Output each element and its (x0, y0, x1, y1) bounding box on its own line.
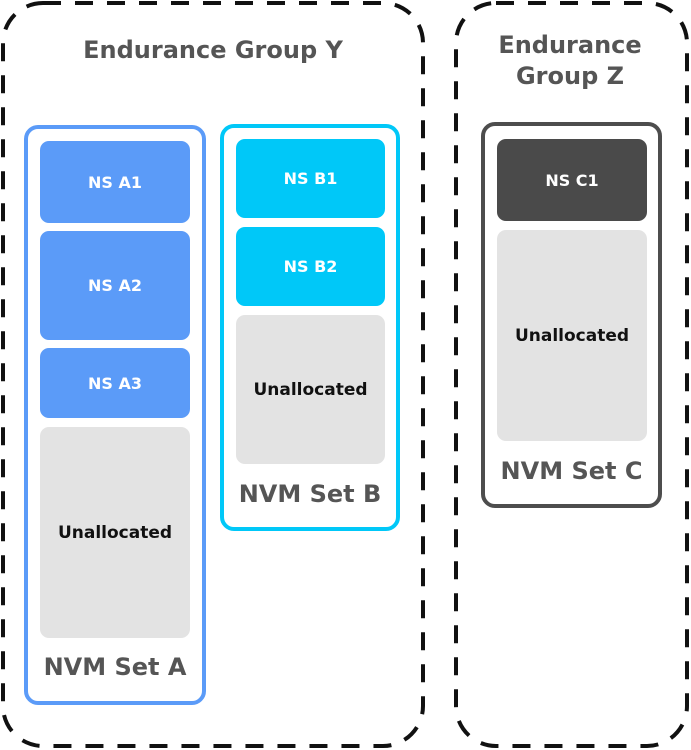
ns-a3: NS A3 (40, 348, 190, 418)
ns-a2: NS A2 (40, 231, 190, 340)
endurance-group-z-title-line2: Group Z (515, 62, 625, 90)
ns-c1: NS C1 (497, 139, 647, 221)
unallocated-a: Unallocated (40, 427, 190, 638)
nvm-set-c-label: NVM Set C (500, 457, 643, 485)
ns-a1: NS A1 (40, 141, 190, 223)
endurance-group-y-frame (1, 1, 425, 748)
nvm-set-b-label: NVM Set B (238, 480, 382, 508)
endurance-group-z-title-line1: Endurance (498, 31, 642, 59)
nvm-set-a-label: NVM Set A (43, 653, 187, 681)
endurance-group-z-title: Endurance Group Z (470, 30, 670, 92)
unallocated-b: Unallocated (236, 315, 385, 464)
unallocated-c: Unallocated (497, 230, 647, 441)
endurance-group-z-frame (454, 1, 689, 748)
ns-b1: NS B1 (236, 139, 385, 218)
endurance-group-y-title: Endurance Group Y (83, 36, 343, 64)
ns-b2: NS B2 (236, 227, 385, 306)
